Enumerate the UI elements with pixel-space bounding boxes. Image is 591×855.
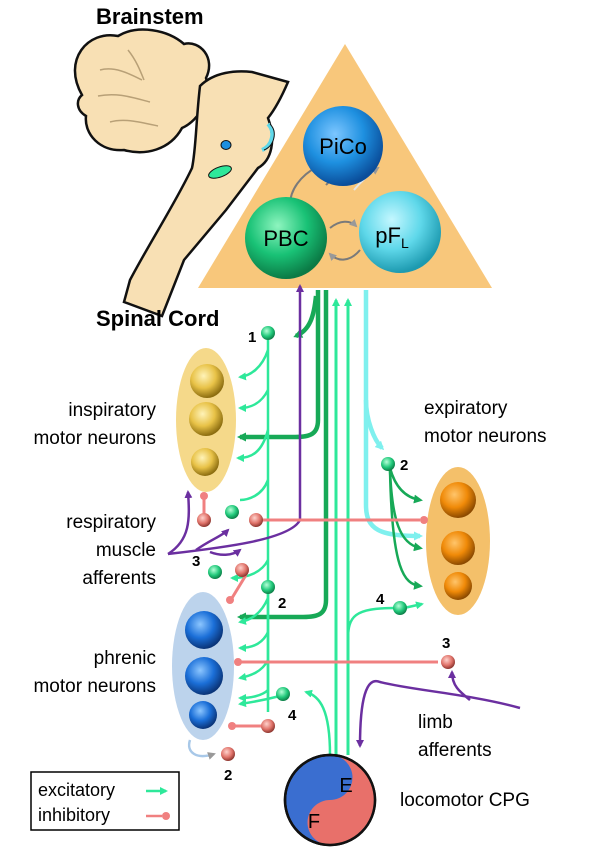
number-4-expiratory: 4: [376, 591, 385, 608]
legend-inhibitory-terminal: [162, 812, 170, 820]
pool-labels: inspiratory motor neurons expiratory mot…: [33, 398, 546, 811]
inspiratory-motor-pool: [176, 348, 236, 492]
excitatory-interneurons: [208, 326, 407, 701]
number-2-phrenic: 2: [278, 595, 286, 612]
cpg-flexor-label: F: [308, 811, 320, 833]
afferent-pathways: [167, 284, 521, 748]
cpg-label: locomotor CPG: [400, 790, 530, 811]
brainstem-heading: Brainstem: [96, 4, 204, 29]
cerebellum-folia: [97, 49, 159, 127]
renshaw-feedback-arrow: [187, 739, 216, 760]
pico-nucleus: PiCo: [303, 106, 383, 186]
phrenic-label-1: phrenic: [94, 648, 156, 669]
expiratory-label-2: motor neurons: [424, 426, 547, 447]
legend: excitatory inhibitory: [30, 771, 180, 831]
interneuron-3-left: [208, 565, 222, 579]
number-3-right: 3: [442, 635, 450, 652]
inhibitory-interneuron-3: [441, 655, 455, 669]
inhibitory-interneuron-4: [261, 719, 275, 733]
pbc-label: PBC: [263, 226, 308, 251]
pico-label: PiCo: [319, 134, 367, 159]
legend-box: [30, 771, 180, 831]
number-1: 1: [248, 329, 256, 346]
interneuron-2-expiratory: [381, 457, 395, 471]
interneuron-2-expiratory-projections: [388, 467, 423, 590]
interneuron-4-phrenic: [276, 687, 290, 701]
inhibitory-interneuron-2: [221, 747, 235, 761]
interneuron-2-phrenic-projections: [238, 590, 270, 702]
cerebellum-shape: [73, 28, 211, 154]
locomotor-cpg: E F: [283, 753, 377, 847]
interneuron-4-expiratory: [346, 601, 424, 641]
respiratory-label-2: muscle: [96, 540, 156, 561]
inhibitory-interneuron-b: [249, 513, 263, 527]
inspiratory-label-2: motor neurons: [33, 428, 156, 449]
number-4-phrenic: 4: [288, 707, 297, 724]
legend-inhibitory-label: inhibitory: [38, 805, 110, 825]
pfl-label: pFL: [375, 223, 409, 251]
cpg-extensor-label: E: [339, 775, 352, 797]
number-2-expiratory: 2: [400, 457, 408, 474]
legend-excitatory-label: excitatory: [38, 780, 115, 800]
inhibitory-interneuron-a: [197, 513, 211, 527]
inhibitory-interneuron-c: [235, 563, 249, 577]
interneuron-respiratory-afferent: [225, 505, 239, 519]
brainstem-anatomy: [73, 28, 290, 318]
respiratory-label-1: respiratory: [66, 512, 156, 533]
pbc-nucleus: PBC: [245, 197, 327, 279]
number-3-left: 3: [192, 553, 200, 570]
inspiratory-label-1: inspiratory: [68, 400, 156, 421]
expiratory-label-1: expiratory: [424, 398, 508, 419]
interneuron-1: [261, 326, 275, 340]
limb-label-2: afferents: [418, 740, 492, 761]
inhibitory-interneurons: [197, 513, 455, 761]
pfl-descending-pathway: [363, 290, 423, 541]
limb-label-1: limb: [418, 712, 453, 733]
interneuron-2-phrenic: [261, 580, 275, 594]
respiratory-label-3: afferents: [82, 568, 156, 589]
pico-location-marker: [220, 140, 232, 150]
interneuron-numbers: 1 2 3 2 4 3 4 2: [192, 329, 450, 784]
cpg-ascending-pathways: [332, 298, 352, 755]
number-2-bottom: 2: [224, 767, 232, 784]
spinal-cord-heading: Spinal Cord: [96, 306, 219, 331]
phrenic-motor-pool: [172, 592, 234, 740]
pfl-location-marker: [261, 122, 275, 152]
interneuron-4-expiratory: [393, 601, 407, 615]
pbc-location-marker: [208, 165, 232, 179]
inhibitory-terminals: [200, 492, 428, 730]
pfl-nucleus: pFL: [359, 191, 441, 273]
brainstem-shape: [122, 70, 290, 318]
expiratory-motor-pool: [426, 467, 490, 615]
interneuron-4-phrenic: [238, 689, 332, 756]
interneuron-1-projections: [230, 340, 270, 712]
phrenic-label-2: motor neurons: [33, 676, 156, 697]
